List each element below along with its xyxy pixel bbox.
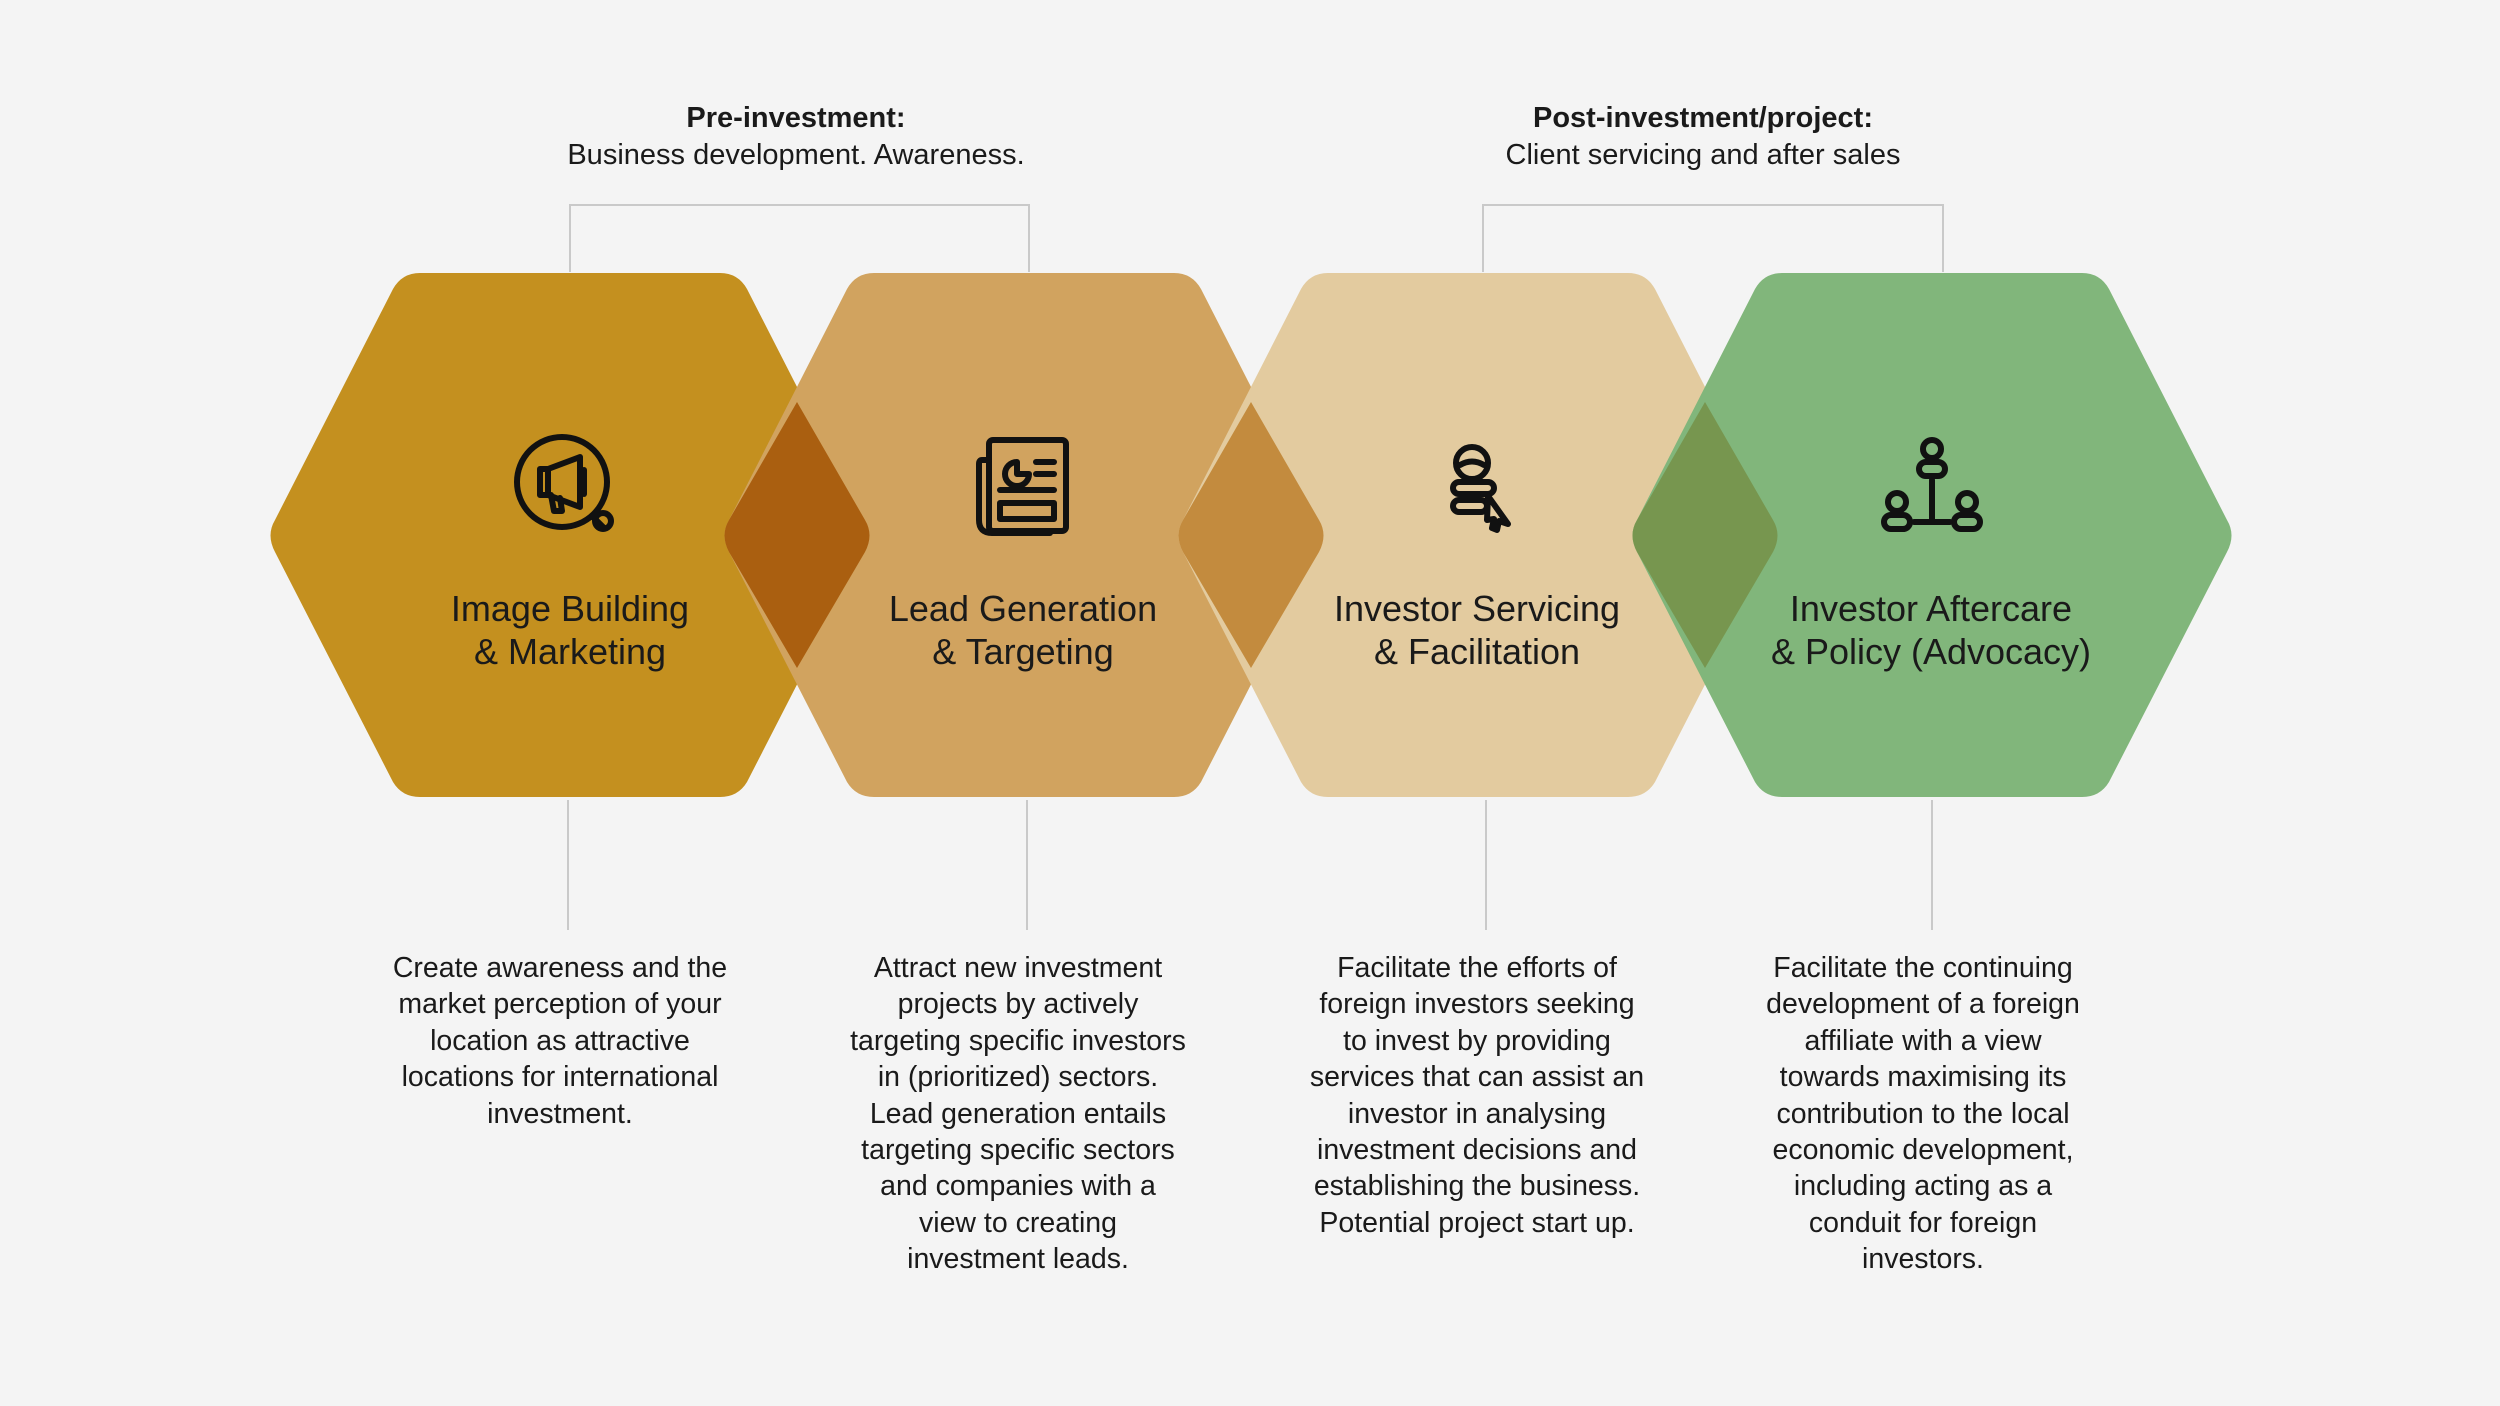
pre-investment-bracket	[569, 204, 1030, 272]
post-investment-title: Post-investment/project:	[1533, 102, 1873, 134]
stage-description-lead-generation: Attract new investment projects by activ…	[850, 952, 1186, 1276]
description-connectors	[567, 800, 1933, 930]
overlap-2-3	[1178, 402, 1324, 668]
stage-title-line2: & Targeting	[932, 631, 1114, 672]
stage-title-image-building: Image Building & Marketing	[350, 587, 790, 673]
report-document-icon	[976, 437, 1069, 536]
stage-title-investor-servicing: Investor Servicing & Facilitation	[1257, 587, 1697, 673]
stage-title-line2: & Policy (Advocacy)	[1770, 631, 2092, 672]
investor-cursor-icon	[1450, 444, 1511, 533]
stage-description-image-building: Create awareness and the market percepti…	[392, 952, 728, 1130]
hexagon-image-building	[270, 273, 870, 797]
hexagon-investor-servicing	[1178, 273, 1778, 797]
pre-investment-subtitle: Business development. Awareness.	[567, 139, 1025, 171]
hexagon-investor-aftercare	[1632, 273, 2232, 797]
post-investment-header: Post-investment/project: Client servicin…	[1303, 100, 2103, 174]
stage-title-line2: & Facilitation	[1373, 631, 1581, 672]
pre-investment-header: Pre-investment: Business development. Aw…	[396, 100, 1196, 174]
overlap-3-4	[1632, 402, 1778, 668]
stage-description-investor-servicing: Facilitate the efforts of foreign invest…	[1309, 952, 1645, 1239]
post-investment-subtitle: Client servicing and after sales	[1505, 139, 1901, 171]
post-investment-bracket	[1482, 204, 1944, 272]
overlap-1-2	[724, 402, 870, 668]
pre-investment-title: Pre-investment:	[686, 102, 906, 134]
stage-title-line1: Investor Servicing	[1333, 588, 1621, 629]
stage-title-line1: Investor Aftercare	[1789, 588, 2073, 629]
stage-description-investor-aftercare: Facilitate the continuing development of…	[1766, 952, 2080, 1276]
stage-title-line1: Image Building	[450, 588, 690, 629]
network-people-icon	[1881, 437, 1983, 532]
stage-title-line1: Lead Generation	[888, 588, 1158, 629]
megaphone-icon	[514, 434, 614, 532]
stage-title-lead-generation: Lead Generation & Targeting	[803, 587, 1243, 673]
stage-title-investor-aftercare: Investor Aftercare & Policy (Advocacy)	[1711, 587, 2151, 673]
stage-title-line2: & Marketing	[473, 631, 667, 672]
